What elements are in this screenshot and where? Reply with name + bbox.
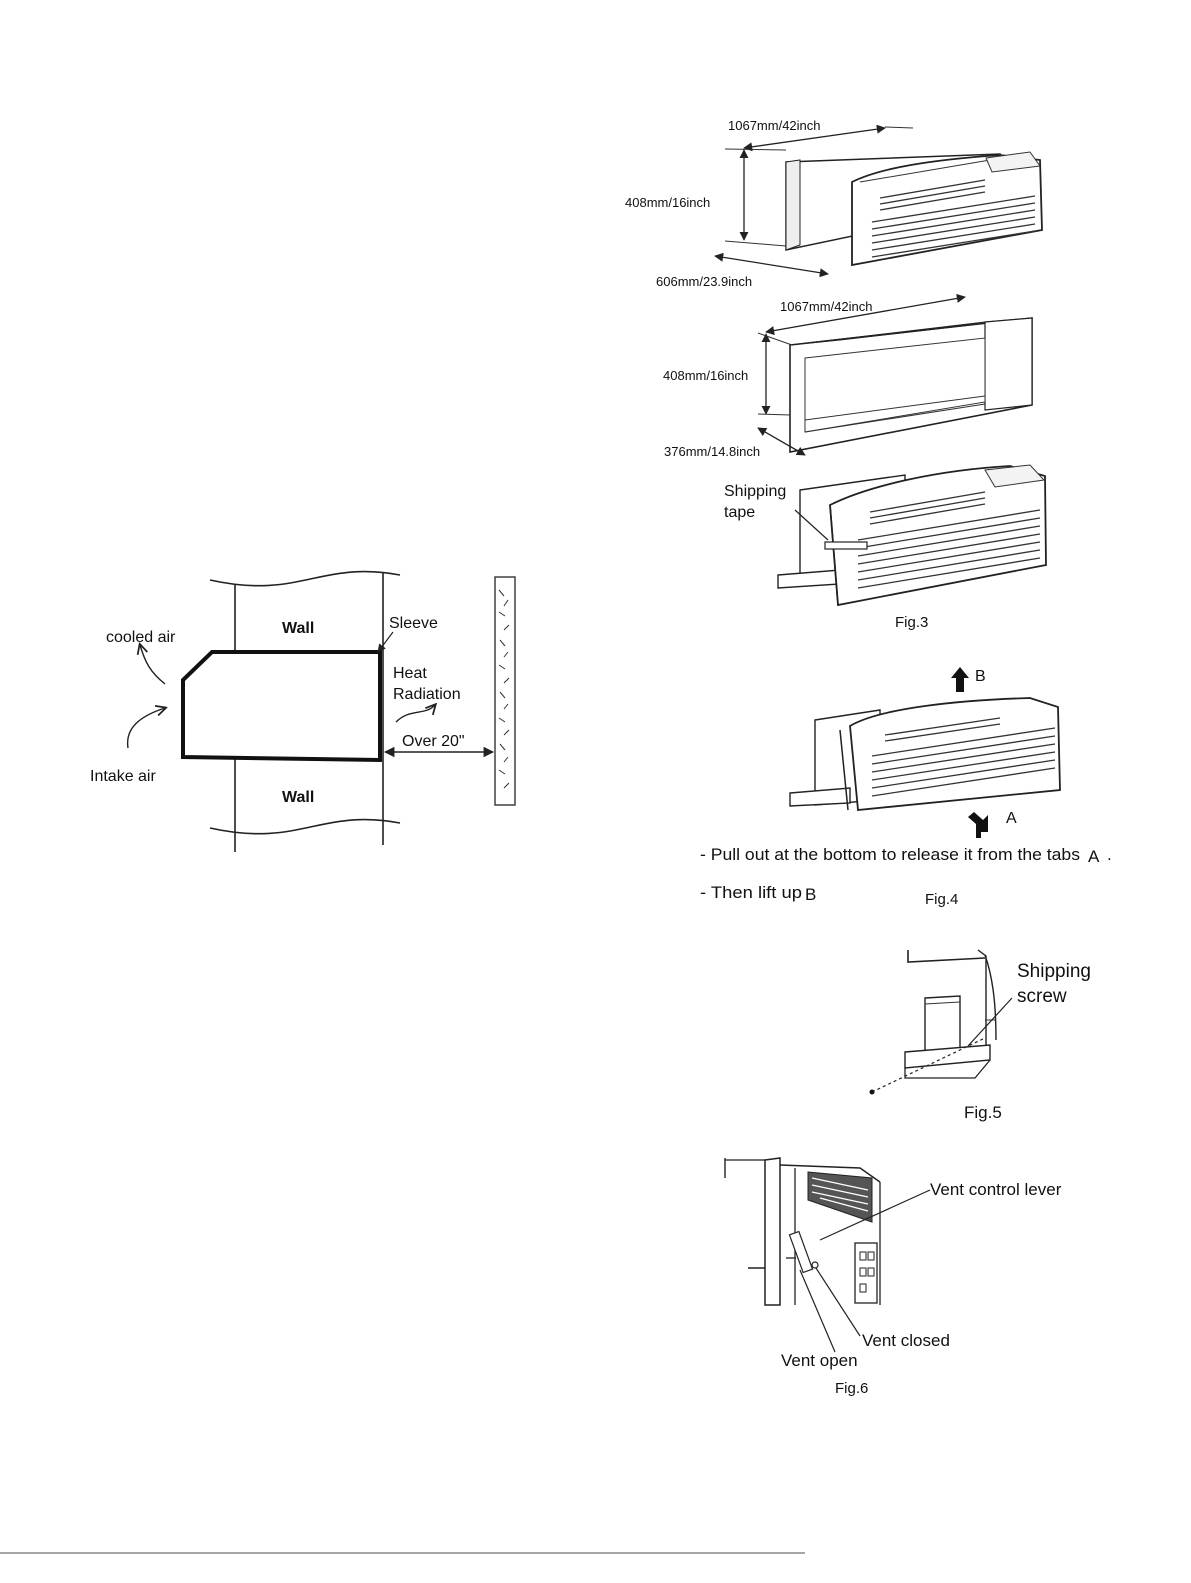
arrow-a-pull — [968, 812, 988, 838]
shipping-tape-leader — [794, 509, 829, 541]
heat-label: Heat — [393, 665, 427, 682]
shipping-tape — [824, 541, 868, 550]
sleeve-leader — [377, 631, 394, 653]
intake-air-arrow — [126, 708, 165, 749]
unit-width-dimension — [743, 124, 886, 152]
unit-grille — [871, 179, 1036, 258]
fig4-step2-text: - Then lift up — [700, 883, 802, 902]
shipping-screw-label-2: screw — [1017, 986, 1067, 1007]
unit-panel-drawing — [789, 697, 1061, 811]
shipping-screw — [869, 1089, 875, 1095]
fig4-step1-end: . — [1107, 845, 1112, 864]
sleeve-width-dimension — [765, 293, 966, 336]
wall-clearance-diagram: Wall Wall Sleeve cooled air Heat Radiati… — [90, 570, 516, 852]
intake-air-label: Intake air — [90, 768, 156, 785]
unit-height-label: 408mm/16inch — [625, 195, 710, 210]
chassis-drawing — [904, 949, 997, 1079]
wall-bottom-break-line — [209, 818, 401, 835]
obstacle-hatching — [498, 589, 510, 789]
cooled-air-arrow — [140, 645, 166, 685]
fig5-caption: Fig.5 — [964, 1103, 1002, 1122]
arrow-a-label: A — [1006, 810, 1017, 827]
sleeve-label: Sleeve — [389, 615, 438, 632]
vent-open-leader — [799, 1269, 836, 1353]
clearance-label: Over 20" — [402, 733, 465, 750]
vent-lever-label: Vent control lever — [930, 1180, 1062, 1199]
shipping-tape-label-1: Shipping — [724, 483, 786, 500]
fig4-caption: Fig.4 — [925, 891, 958, 908]
arrow-b-up — [951, 667, 969, 692]
unit-drawing — [785, 151, 1043, 267]
unit-width-label: 1067mm/42inch — [728, 118, 821, 133]
fig4-remove-front-panel: B A - Pull out at the bottom to release … — [700, 667, 1112, 908]
wall-top-label: Wall — [282, 620, 314, 637]
shipping-tape-label-2: tape — [724, 504, 755, 521]
vent-closed-label: Vent closed — [862, 1331, 950, 1350]
sleeve-drawing — [789, 317, 1033, 453]
sleeve-depth-dimension — [757, 427, 806, 456]
vent-lever — [788, 1230, 814, 1274]
heat-radiation-arrow — [395, 705, 435, 723]
fig3-unit-dimensions: 1067mm/42inch 408mm/16inch 606mm/23.9inc… — [625, 118, 1047, 631]
lever-leader — [819, 1189, 931, 1241]
vent-open-label: Vent open — [781, 1351, 858, 1370]
fig6-vent-control: Vent control lever Vent closed Vent open… — [724, 1157, 1062, 1397]
outdoor-obstacle — [494, 576, 516, 806]
sleeve-width-label: 1067mm/42inch — [780, 299, 873, 314]
unit-depth-label: 606mm/23.9inch — [656, 274, 752, 289]
sleeve-depth-label: 376mm/14.8inch — [664, 444, 760, 459]
unit-depth-dimension — [714, 252, 829, 278]
vent-closed-leader — [815, 1267, 861, 1337]
wall-bottom-label: Wall — [282, 789, 314, 806]
fig4-step1-text: - Pull out at the bottom to release it f… — [700, 845, 1080, 864]
shipping-screw-leader — [967, 997, 1013, 1047]
air-conditioner-unit-outline — [181, 650, 382, 763]
fig6-caption: Fig.6 — [835, 1380, 868, 1397]
cooled-air-label: cooled air — [106, 629, 176, 646]
radiation-label: Radiation — [393, 686, 461, 703]
shipping-screw-label-1: Shipping — [1017, 961, 1091, 982]
wall-top-break-line — [209, 570, 401, 587]
fig4-step1-letter: A — [1088, 847, 1100, 866]
sleeve-height-label: 408mm/16inch — [663, 368, 748, 383]
fig3-caption: Fig.3 — [895, 614, 928, 631]
unit-with-tape-drawing — [777, 464, 1047, 607]
arrow-b-label: B — [975, 668, 986, 685]
screw-path — [871, 1037, 986, 1093]
vent-drawing — [724, 1157, 881, 1306]
fig4-step2-letter: B — [805, 885, 816, 904]
fig5-shipping-screw: Shipping screw Fig.5 — [869, 949, 1091, 1122]
